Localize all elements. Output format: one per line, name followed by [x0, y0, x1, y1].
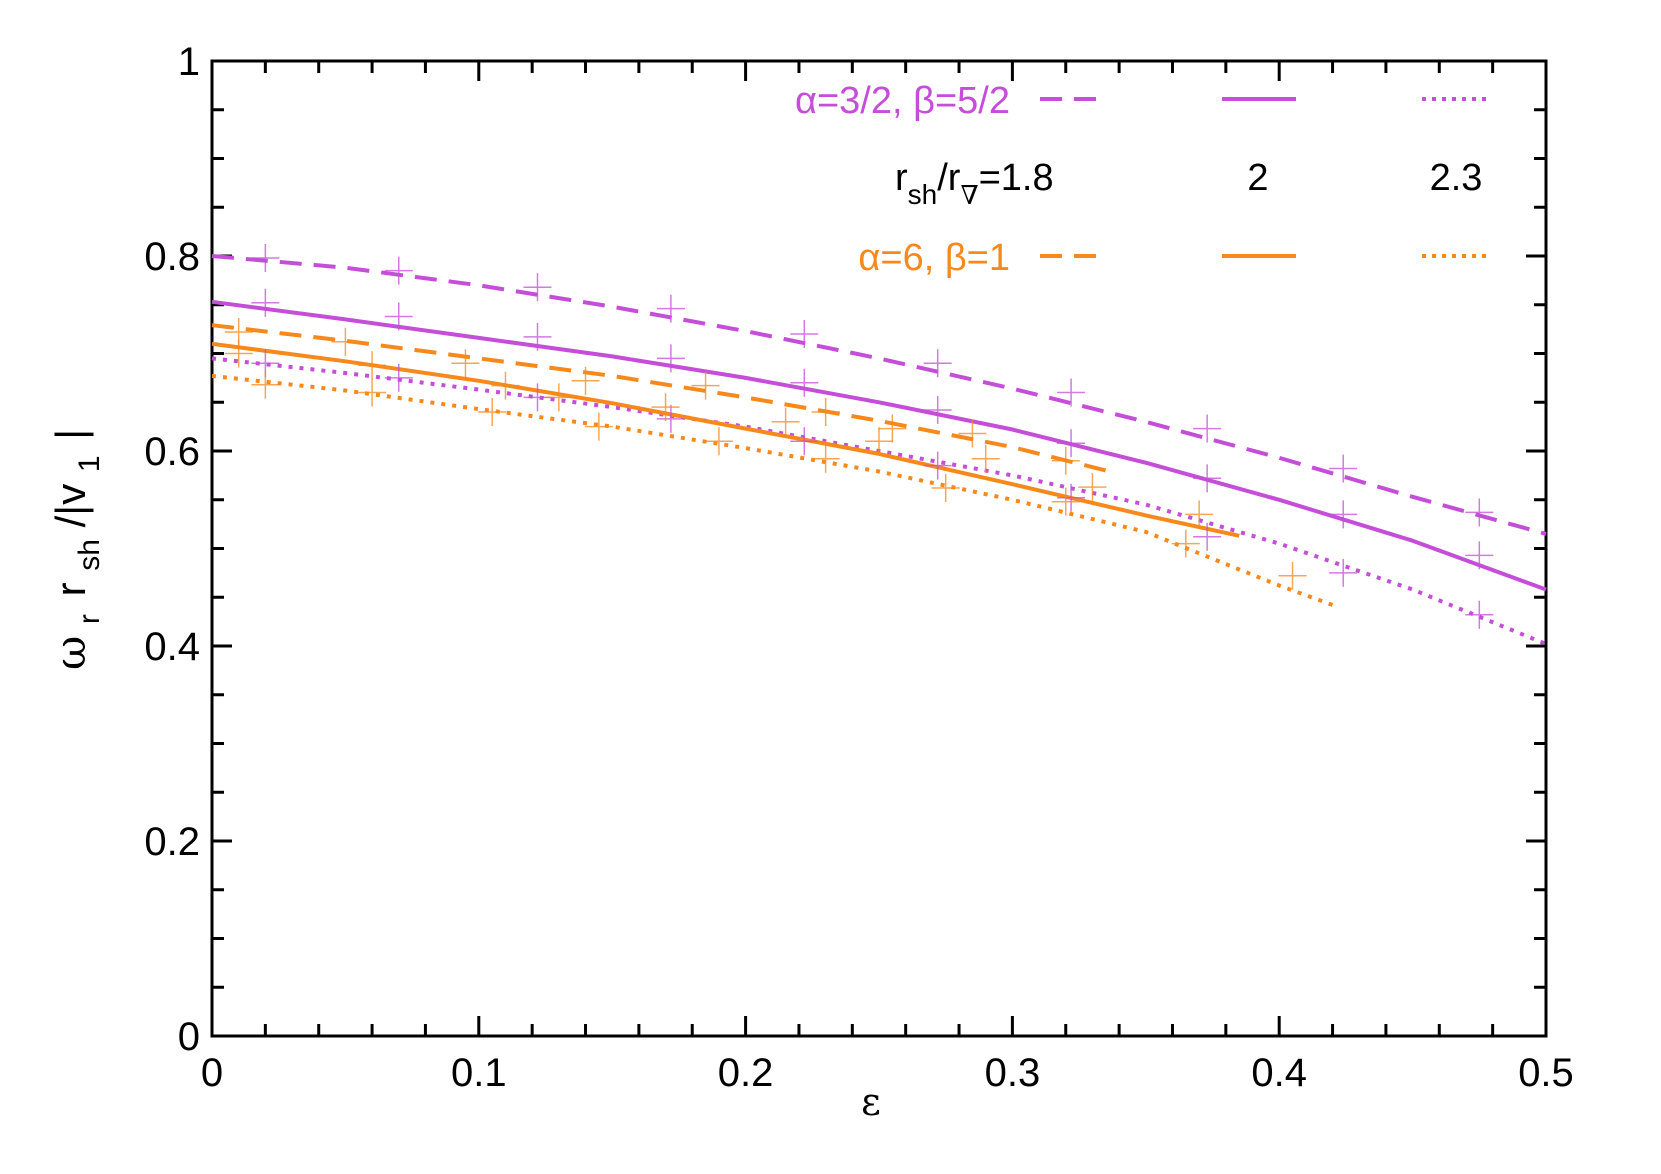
series-line-orange-dashed	[211, 323, 1107, 473]
legend-purple-label: α=3/2, β=5/2	[795, 80, 1010, 122]
data-marker	[656, 294, 685, 323]
data-marker	[656, 404, 685, 433]
data-marker	[384, 256, 413, 285]
data-marker	[251, 370, 280, 399]
data-marker	[923, 396, 952, 425]
data-marker	[1057, 483, 1086, 512]
data-marker	[1278, 561, 1307, 590]
legend-ratio-2-3: 2.3	[1430, 157, 1483, 199]
x-tick-label: 0	[201, 1051, 223, 1095]
data-marker	[704, 427, 733, 456]
data-marker	[878, 414, 907, 443]
data-marker	[544, 383, 573, 412]
marker-layer	[224, 243, 1494, 629]
series-line-purple-solid	[211, 299, 1547, 592]
data-marker	[1193, 414, 1222, 443]
data-marker	[656, 344, 685, 373]
y-tick-label: 1	[178, 40, 200, 84]
data-marker	[691, 371, 720, 400]
series-line-orange-dotted	[211, 373, 1334, 607]
data-marker	[971, 444, 1000, 473]
legend: α=3/2, β=5/2 rsh/r∇=1.8 2 2.3 α=6, β=1	[795, 80, 1490, 279]
legend-orange-label: α=6, β=1	[858, 237, 1010, 279]
x-axis-label: ε	[861, 1080, 881, 1124]
data-marker	[584, 412, 613, 441]
data-marker	[571, 366, 600, 395]
data-marker	[1057, 378, 1086, 407]
y-axis-label: ω r r sh /|v 1 |	[46, 429, 108, 670]
data-marker	[1051, 446, 1080, 475]
data-marker	[1057, 429, 1086, 458]
y-tick-label: 0.2	[144, 820, 200, 864]
data-marker	[251, 288, 280, 317]
y-label-r: r	[47, 582, 94, 596]
data-marker	[958, 419, 987, 448]
data-marker	[384, 302, 413, 331]
data-marker	[358, 378, 387, 407]
svg-text:ω r r sh: ω r r sh /|v 1 |	[46, 429, 108, 670]
data-marker	[651, 393, 680, 422]
data-marker	[790, 320, 819, 348]
data-marker	[1051, 487, 1080, 516]
series-line-purple-dashed	[211, 254, 1547, 536]
data-marker	[251, 243, 280, 272]
plot-border	[210, 59, 1548, 1038]
data-marker	[1465, 498, 1494, 527]
y-tick-label: 0.4	[144, 625, 200, 669]
y-tick-label: 0	[178, 1015, 200, 1059]
data-marker	[1329, 454, 1358, 483]
plot-frame	[210, 59, 1548, 1038]
series-line-orange-solid	[211, 341, 1240, 538]
legend-ratio-label: rsh/r∇=1.8	[895, 157, 1054, 211]
y-label-close: |	[47, 429, 94, 440]
x-tick-label: 0.3	[985, 1051, 1041, 1095]
x-tick-label: 0.2	[718, 1051, 774, 1095]
data-marker	[384, 363, 413, 392]
y-tick-label: 0.8	[144, 235, 200, 279]
data-marker	[790, 368, 819, 397]
data-marker	[865, 427, 893, 456]
data-marker	[224, 339, 253, 368]
axis-ticks: 0 0.1 0.2 0.3 0.4 0.5 0 0.2 0.4 0.6 0.8 1	[144, 40, 1573, 1095]
y-label-bar: /|v	[47, 484, 94, 528]
data-marker	[811, 444, 840, 473]
data-marker	[1465, 600, 1494, 629]
data-marker	[1078, 473, 1107, 502]
data-marker	[1329, 500, 1358, 529]
y-label-omega: ω	[46, 636, 95, 670]
x-tick-label: 0.1	[451, 1051, 507, 1095]
data-marker	[931, 474, 960, 503]
data-marker	[1193, 522, 1222, 551]
data-marker	[523, 273, 552, 302]
x-tick-label: 0.4	[1251, 1051, 1307, 1095]
data-marker	[790, 427, 819, 456]
data-marker	[1185, 500, 1214, 529]
data-marker	[1329, 558, 1358, 587]
data-marker	[1465, 541, 1494, 570]
data-marker	[491, 371, 520, 400]
data-marker	[451, 349, 480, 378]
data-marker	[478, 398, 507, 426]
y-label-sub-r: r	[73, 614, 106, 624]
data-marker	[923, 349, 952, 378]
y-label-sub-1: 1	[73, 455, 106, 472]
data-marker	[331, 327, 360, 356]
data-marker	[1171, 529, 1200, 558]
data-marker	[1193, 464, 1222, 493]
data-marker	[771, 407, 800, 436]
data-marker	[811, 398, 840, 426]
data-marker	[358, 351, 387, 380]
data-marker	[523, 322, 552, 351]
x-tick-label: 0.5	[1518, 1051, 1574, 1095]
y-label-sub-sh: sh	[73, 539, 106, 571]
y-tick-label: 0.6	[144, 430, 200, 474]
data-marker	[923, 451, 952, 480]
legend-ratio-2: 2	[1247, 157, 1268, 199]
